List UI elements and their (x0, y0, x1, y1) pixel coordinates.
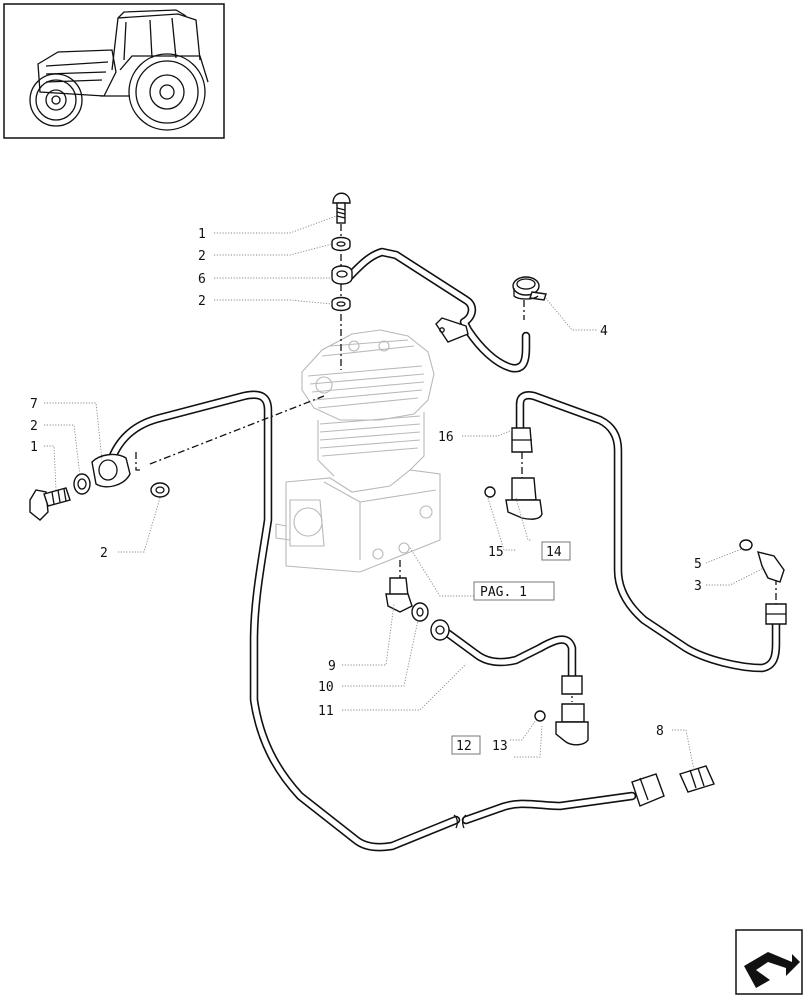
callout-13: 13 (492, 739, 508, 754)
callout-1-left: 1 (30, 440, 38, 455)
callout-8: 8 (656, 724, 664, 739)
air-compressor-ghost (275, 329, 441, 573)
fitting-group-12-13 (534, 675, 589, 746)
end-coupler (631, 765, 715, 807)
leader-lines (44, 215, 765, 771)
callout-12-box (451, 735, 481, 755)
page-reference-box (473, 581, 555, 601)
middle-pipe (441, 627, 577, 681)
callout-labels: 1 2 6 2 4 7 2 1 2 16 15 14 5 3 PAG. 1 9 … (30, 227, 702, 755)
callout-2-top-b: 2 (198, 294, 206, 309)
callout-2-top-a: 2 (198, 249, 206, 264)
callout-14: 14 (546, 545, 562, 560)
fitting-group-9-11 (385, 577, 450, 641)
next-page-arrow-icon[interactable] (735, 929, 803, 995)
fitting-group-3-5 (739, 539, 787, 625)
callout-3: 3 (694, 579, 702, 594)
main-delivery-pipe (107, 390, 637, 852)
callout-2-bottom: 2 (100, 546, 108, 561)
left-bolt-stack (29, 453, 170, 521)
callout-9: 9 (328, 659, 336, 674)
callout-16: 16 (438, 430, 454, 445)
tractor-thumbnail-icon (3, 3, 225, 139)
callout-7: 7 (30, 397, 38, 412)
callout-5: 5 (694, 557, 702, 572)
top-delivery-pipe (343, 247, 531, 373)
callout-11: 11 (318, 704, 334, 719)
callout-14-box (541, 541, 571, 561)
hose-clamp (512, 276, 547, 301)
fitting-group-15-16 (484, 427, 543, 520)
callout-1-top: 1 (198, 227, 206, 242)
callout-12: 12 (456, 739, 472, 754)
callout-10: 10 (318, 680, 334, 695)
callout-2-left: 2 (30, 419, 38, 434)
callout-15: 15 (488, 545, 504, 560)
top-bolt-stack (331, 192, 353, 312)
callout-4: 4 (600, 324, 608, 339)
callout-6: 6 (198, 272, 206, 287)
right-side-pipe (515, 391, 781, 673)
page-reference: PAG. 1 (480, 585, 527, 600)
